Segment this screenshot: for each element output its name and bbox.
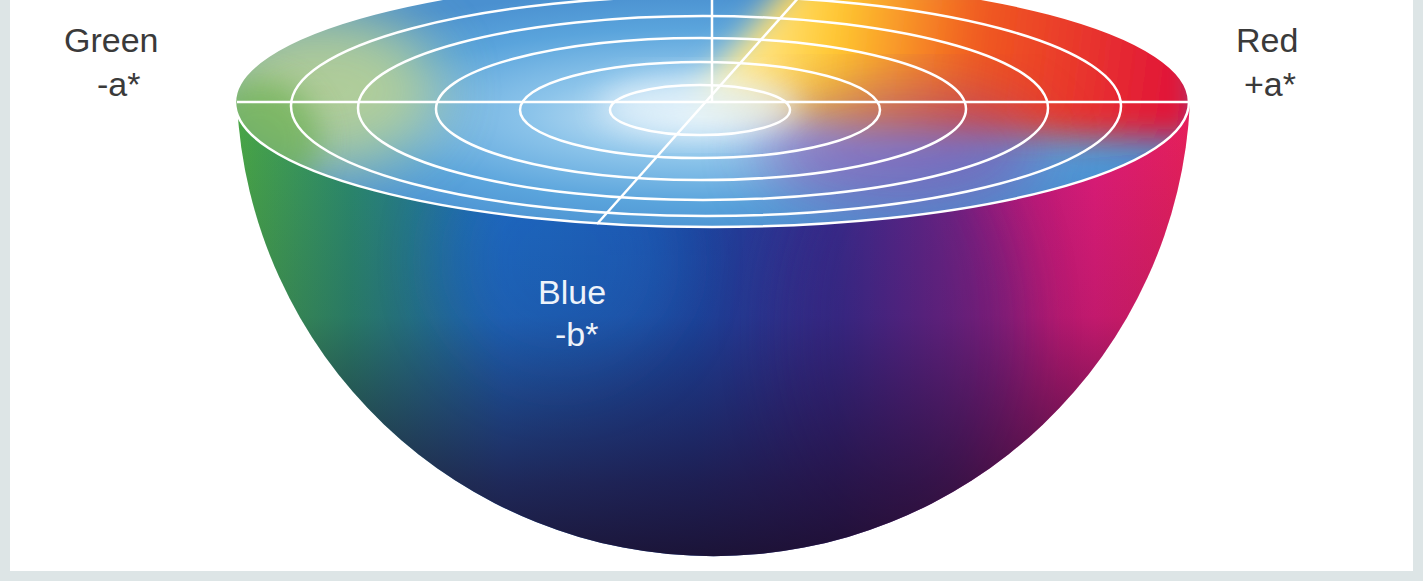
axis-sign: +a* <box>1244 64 1296 104</box>
axis-name: Red <box>1236 20 1298 60</box>
axis-sign: -a* <box>97 64 140 104</box>
axis-sign: -b* <box>555 314 598 354</box>
axis-name: Blue <box>538 272 606 312</box>
axis-name: Green <box>64 20 159 60</box>
